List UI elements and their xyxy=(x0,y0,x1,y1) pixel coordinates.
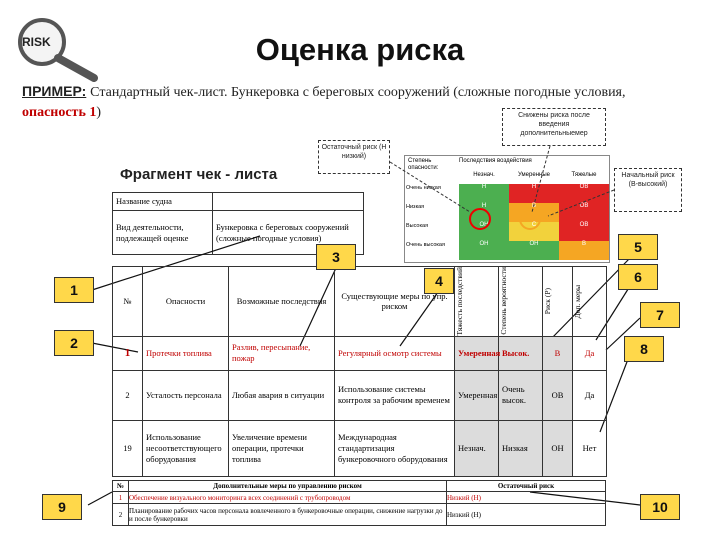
matrix-row-label: Низкая xyxy=(406,204,425,210)
row-probability: Низкая xyxy=(498,419,543,477)
marker-2: 2 xyxy=(54,330,94,356)
col-header: Доп. меры xyxy=(573,284,582,319)
initial-circle xyxy=(519,208,541,230)
matrix-cell: ОВ xyxy=(559,222,609,241)
subtitle-text: Стандартный чек-лист. Бункеровка с берег… xyxy=(90,85,626,100)
matrix-row-label: Очень высокая xyxy=(406,242,445,248)
row-conseq: Увеличение времени операции, протечки то… xyxy=(228,419,335,477)
row-severity: Умеренная xyxy=(454,369,499,421)
row-num: 2 xyxy=(112,503,129,526)
callout-reduced: Снижены риска после введения дополнитель… xyxy=(502,108,606,146)
row-risk: Низкий (Н) xyxy=(446,491,606,504)
row-additional: Нет xyxy=(572,419,607,477)
row-probability: Высок. xyxy=(498,335,543,371)
row-hazard: Усталость персонала xyxy=(142,369,229,421)
row-risk: В xyxy=(542,335,573,371)
matrix-cell: ОВ xyxy=(559,203,609,222)
marker-4: 4 xyxy=(424,268,454,294)
example-label: ПРИМЕР: xyxy=(22,83,87,99)
row-hazard: Использование несоответствующего оборудо… xyxy=(142,419,229,477)
row-measures: Регулярный осмотр системы xyxy=(334,335,455,371)
table-row: 1 Протечки топлива Разлив, пересыпание, … xyxy=(112,335,607,371)
row-measures: Использование системы контроля за рабочи… xyxy=(334,369,455,421)
subtitle: ПРИМЕР: Стандартный чек-лист. Бункеровка… xyxy=(22,82,682,122)
additional-measures-table: № Дополнительные меры по управлению риск… xyxy=(112,480,606,526)
col-header: № xyxy=(112,480,129,492)
row-num: 2 xyxy=(112,369,143,421)
row-conseq: Любая авария в ситуации xyxy=(228,369,335,421)
row-text: Планирование рабочих часов персонала вов… xyxy=(128,503,447,526)
page-title: Оценка риска xyxy=(255,32,465,67)
row-num: 1 xyxy=(112,335,143,371)
table-row: 2 Усталость персонала Любая авария в сит… xyxy=(112,369,607,421)
row-text: Обеспечение визуального мониторинга всех… xyxy=(128,491,447,504)
matrix-cell: ОН xyxy=(459,241,509,260)
col-header: Возможные последствия xyxy=(228,266,335,337)
row-num: 19 xyxy=(112,419,143,477)
row-probability: Очень высок. xyxy=(498,369,543,421)
risk-matrix: Степень опасности: Последствия воздейств… xyxy=(404,155,610,263)
row-severity: Умеренная xyxy=(454,335,500,371)
col-header: Тяжесть последствий xyxy=(455,267,464,336)
callout-initial: Начальный риск (В-высокий) xyxy=(614,168,682,212)
marker-8: 8 xyxy=(624,336,664,362)
matrix-cell: ОВ xyxy=(559,184,609,203)
col-header: № xyxy=(112,266,143,337)
main-table: № Опасности Возможные последствия Сущест… xyxy=(112,266,607,477)
matrix-cols: Незнач. Умеренные Тяжелые xyxy=(459,172,609,178)
table-row: 2 Планирование рабочих часов персонала в… xyxy=(112,503,606,526)
marker-6: 6 xyxy=(618,264,658,290)
marker-10: 10 xyxy=(640,494,680,520)
fragment-title: Фрагмент чек - листа xyxy=(120,166,278,183)
matrix-cell: Н xyxy=(459,184,509,203)
row-risk: Низкий (Н) xyxy=(446,503,606,526)
activity-label: Вид деятельности, подлежащей оценке xyxy=(112,210,213,255)
matrix-col: Умеренные xyxy=(518,172,550,178)
callout-residual: Остаточный риск (Н низкий) xyxy=(318,140,390,174)
marker-1: 1 xyxy=(54,277,94,303)
table-row: 19 Использование несоответствующего обор… xyxy=(112,419,607,477)
marker-7: 7 xyxy=(640,302,680,328)
col-header: Существующие меры по упр. риском xyxy=(334,266,455,337)
matrix-cell: ОН xyxy=(509,241,559,260)
row-risk: ОВ xyxy=(542,369,573,421)
matrix-header-mid: Последствия воздействия xyxy=(459,158,532,164)
row-measures: Международная стандартизация бункеровочн… xyxy=(334,419,455,477)
matrix-cell: Н xyxy=(509,184,559,203)
matrix-col: Тяжелые xyxy=(571,172,597,178)
row-risk: ОН xyxy=(542,419,573,477)
row-additional: Да xyxy=(572,335,607,371)
matrix-col: Незнач. xyxy=(473,172,495,178)
magnifier-icon xyxy=(18,18,98,82)
logo-text: RISK xyxy=(22,35,51,49)
matrix-row-label: Очень низкая xyxy=(406,185,441,191)
matrix-row-label: Высокая xyxy=(406,223,429,229)
col-header: Опасности xyxy=(142,266,229,337)
matrix-header-left: Степень опасности: xyxy=(408,158,439,171)
col-header: Степень вероятности xyxy=(499,267,508,336)
col-header: Риск (Р) xyxy=(543,288,552,315)
row-additional: Да xyxy=(572,369,607,421)
residual-circle xyxy=(469,208,491,230)
marker-5: 5 xyxy=(618,234,658,260)
row-conseq: Разлив, пересыпание, пожар xyxy=(228,335,335,371)
row-num: 1 xyxy=(112,491,129,504)
col-header: Остаточный риск xyxy=(446,480,606,492)
col-header: Дополнительные меры по управлению риском xyxy=(128,480,447,492)
subtitle-close: ) xyxy=(96,105,102,120)
row-hazard: Протечки топлива xyxy=(142,335,229,371)
risk-logo: RISK xyxy=(6,12,106,82)
vessel-table: Название судна Вид деятельности, подлежа… xyxy=(112,192,364,255)
row-severity: Незнач. xyxy=(454,419,499,477)
marker-3: 3 xyxy=(316,244,356,270)
marker-9: 9 xyxy=(42,494,82,520)
subtitle-danger: опасность 1 xyxy=(22,105,97,120)
matrix-cell: В xyxy=(559,241,609,260)
table-row: 1 Обеспечение визуального мониторинга вс… xyxy=(112,491,606,504)
